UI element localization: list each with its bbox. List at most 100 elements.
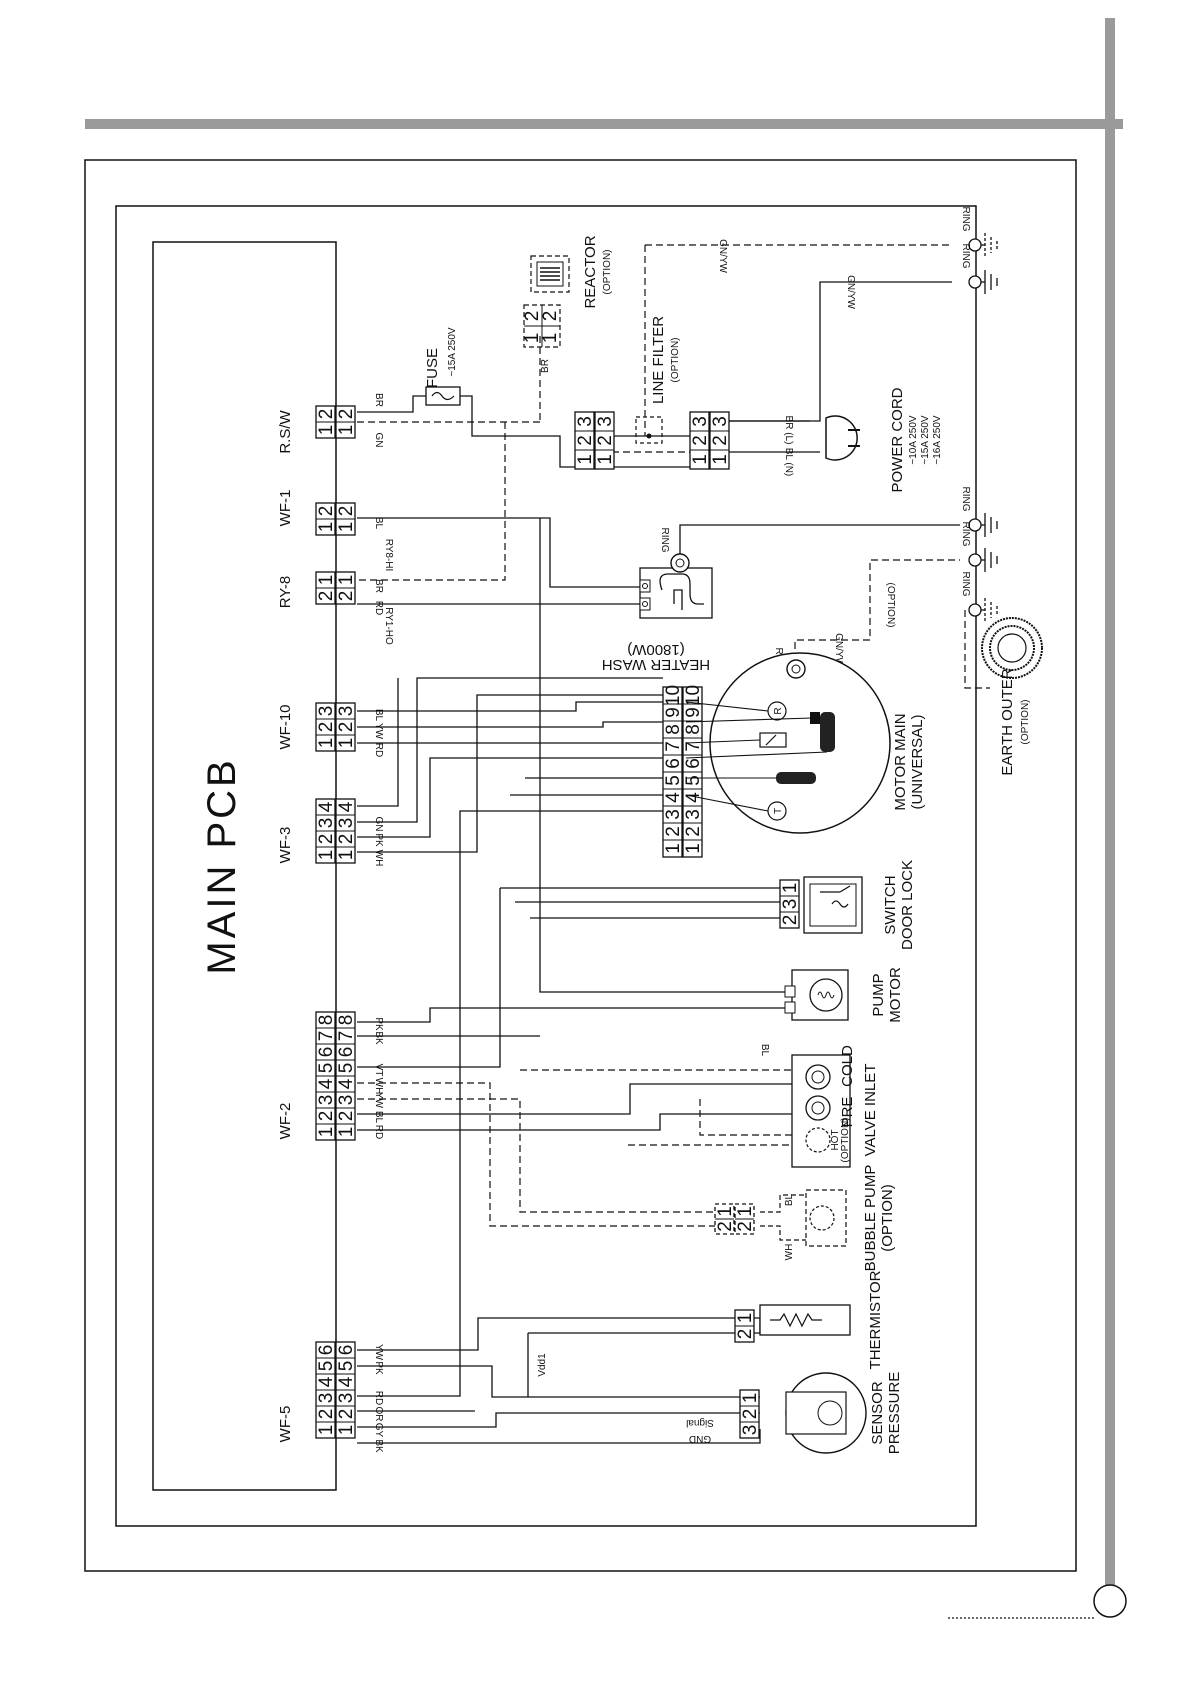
ground-symbol: RING xyxy=(960,522,998,572)
connector-wf5-pin: 4 xyxy=(316,1376,337,1387)
gnyw-label-2: GN/YW xyxy=(845,275,856,309)
gnyw-label-1: GN/YW xyxy=(717,239,728,273)
sensor-gnd: GND xyxy=(689,1433,711,1444)
power-cord-name: POWER CORD xyxy=(889,387,906,492)
connector-wf2-pin: 1 xyxy=(336,1127,357,1138)
wire-labels: BRGNBLBRRDBLYWRDGNPKWHRDBLYWWHVTBKPKBKGY… xyxy=(373,393,384,1453)
reactor-pin-3: 1 xyxy=(522,333,543,344)
wire-label-wf3: GN xyxy=(373,817,384,832)
ring-label: RING xyxy=(960,487,971,512)
wire-label-wf2: PK xyxy=(373,1017,384,1031)
wire-label-wf2: YW xyxy=(373,1092,384,1109)
connector-wf5-pin: 3 xyxy=(336,1393,357,1404)
connector-door-lock-pin: 3 xyxy=(780,899,801,910)
conn-wf3-name: WF-3 xyxy=(277,827,294,864)
connector-wf1-pin: 2 xyxy=(316,506,337,517)
ground-option-label: (OPTION) xyxy=(885,583,896,628)
connector-bubble-pump-pin: 1 xyxy=(715,1206,736,1217)
valve-pre-label: PRE xyxy=(839,1097,856,1128)
connector-wf5-pin: 5 xyxy=(316,1361,337,1372)
valve-hot-option: (OPTION) xyxy=(840,1118,851,1163)
reactor-pin-2: 2 xyxy=(540,311,561,322)
heater-name: HEATER WASH xyxy=(602,656,710,673)
connector-motor-pin: 10 xyxy=(683,685,704,706)
sensor-pressure: Vdd1 Signal GND SENSOR PRESSURE xyxy=(537,1353,903,1454)
sensor-signal: Signal xyxy=(686,1417,714,1428)
connector-wf2-pin: 7 xyxy=(336,1031,357,1042)
reactor: 2 2 1 1 BR REACTOR (OPTION) xyxy=(522,235,613,373)
connector-line-filter-out-pin: 2 xyxy=(710,435,731,446)
connector-wf2-pin: 2 xyxy=(336,1111,357,1122)
connector-wf3-pin: 2 xyxy=(316,834,337,845)
connector-line-filter-out-pin: 1 xyxy=(690,454,711,465)
ring-label: RING xyxy=(960,207,971,232)
connector-ry8-pin: 1 xyxy=(316,575,337,586)
connector-ry8-pin: 2 xyxy=(316,591,337,602)
connector-wf5-pin: 2 xyxy=(316,1409,337,1420)
valve-cold-label: COLD xyxy=(839,1045,856,1087)
wire-label-wf1: BL xyxy=(373,517,384,530)
fuse-rating: ~15A 250V xyxy=(447,327,458,377)
valve-hot-label: HOT xyxy=(830,1129,841,1150)
line-filter-name: LINE FILTER xyxy=(650,316,667,404)
connector-motor-pin: 6 xyxy=(663,758,684,769)
connector-wf2-pin: 3 xyxy=(316,1095,337,1106)
heater-power: (1800W) xyxy=(627,641,685,658)
wire-label-wf10: YW xyxy=(373,723,384,740)
wire-label-wf3: PK xyxy=(373,833,384,847)
inner-frame xyxy=(115,205,977,1527)
connector-wf2-pin: 3 xyxy=(336,1095,357,1106)
connector-sensor-pin: 3 xyxy=(740,1425,761,1436)
connector-motor-pin: 1 xyxy=(663,843,684,854)
connector-rsw-pin: 2 xyxy=(336,409,357,420)
connector-wf5-pin: 3 xyxy=(316,1393,337,1404)
connector-rsw-pin: 1 xyxy=(316,425,337,436)
connector-line-filter-in-pin: 2 xyxy=(595,435,616,446)
ring-label: RING xyxy=(960,572,971,597)
wire-label-wf2: RD xyxy=(373,1125,384,1139)
connector-bubble-pump-pin: 1 xyxy=(735,1206,756,1217)
connector-line-filter-in-pin: 1 xyxy=(575,454,596,465)
ry8-bottom-label: RY1-HO xyxy=(383,607,394,645)
ring-label: RING xyxy=(960,244,971,269)
connector-line-filter-out-pin: 1 xyxy=(710,454,731,465)
valve-bl-label: BL xyxy=(759,1044,770,1057)
motor-symbol-r: R xyxy=(773,707,784,714)
connector-motor-pin: 1 xyxy=(683,843,704,854)
valve-name: VALVE INLET xyxy=(862,1064,879,1157)
wire-label-wf5: BK xyxy=(373,1439,384,1453)
connector-thermistor: 12 xyxy=(734,1309,756,1343)
conn-rsw-name: R.S/W xyxy=(277,409,294,453)
page-number-circle xyxy=(1093,1584,1127,1618)
connector-wf5-pin: 2 xyxy=(336,1409,357,1420)
wire-label-ry8: BR xyxy=(373,579,384,593)
earth-outer-name: EARTH OUTER xyxy=(999,668,1016,775)
connector-sensor-pin: 1 xyxy=(740,1393,761,1404)
connector-wf2-pin: 5 xyxy=(316,1063,337,1074)
motor-type: (UNIVERSAL) xyxy=(909,714,926,809)
connector-wf5-pin: 1 xyxy=(316,1425,337,1436)
thermistor: THERMISTOR xyxy=(759,1270,884,1369)
door-lock-line1: SWITCH xyxy=(882,875,899,934)
switch-door-lock: SWITCH DOOR LOCK xyxy=(803,860,916,950)
option-wires xyxy=(357,244,990,1227)
wire-label-wf5: YW xyxy=(373,1344,384,1361)
connector-wf2-pin: 4 xyxy=(316,1078,337,1089)
connector-thermistor-pin: 1 xyxy=(735,1313,756,1324)
wire-label-wf10: RD xyxy=(373,743,384,757)
reactor-pin-4: 1 xyxy=(540,333,561,344)
heater-wash: (1800W) HEATER WASH xyxy=(602,553,713,673)
ring-label: RING xyxy=(960,522,971,547)
ry8-top-label: RY8-HI xyxy=(383,539,394,572)
reactor-option: (OPTION) xyxy=(602,250,613,295)
connector-door-lock: 132 xyxy=(779,879,801,929)
connector-motor-pin: 10 xyxy=(663,685,684,706)
connector-wf2-pin: 8 xyxy=(336,1015,357,1026)
